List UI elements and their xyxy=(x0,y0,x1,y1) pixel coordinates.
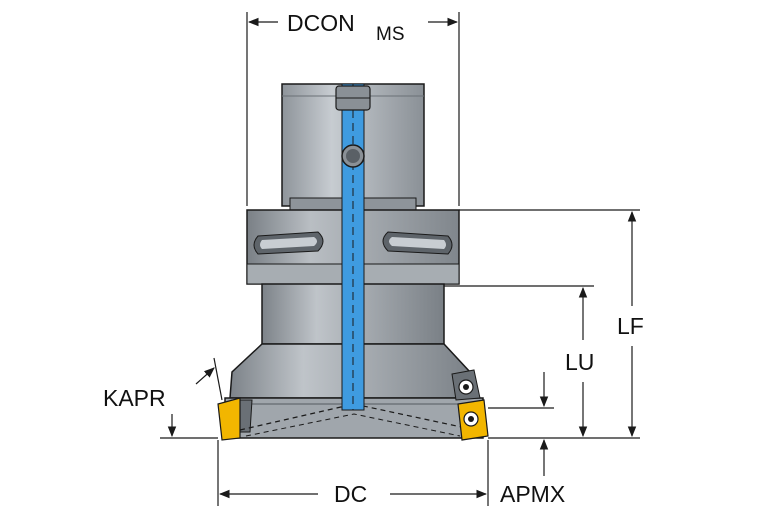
dimensions xyxy=(160,12,640,506)
insert-left xyxy=(217,397,241,441)
label-lf: LF xyxy=(617,313,644,339)
label-apmx: APMX xyxy=(500,481,565,507)
label-dcon: DCON xyxy=(287,10,355,36)
kapr-arrow-top xyxy=(195,367,215,385)
label-dc: DC xyxy=(334,481,367,507)
coolant-channel xyxy=(335,83,371,411)
label-lu: LU xyxy=(565,349,594,375)
label-kapr: KAPR xyxy=(103,385,166,411)
label-dcon-subscript: MS xyxy=(376,24,405,45)
inserts xyxy=(217,379,489,441)
